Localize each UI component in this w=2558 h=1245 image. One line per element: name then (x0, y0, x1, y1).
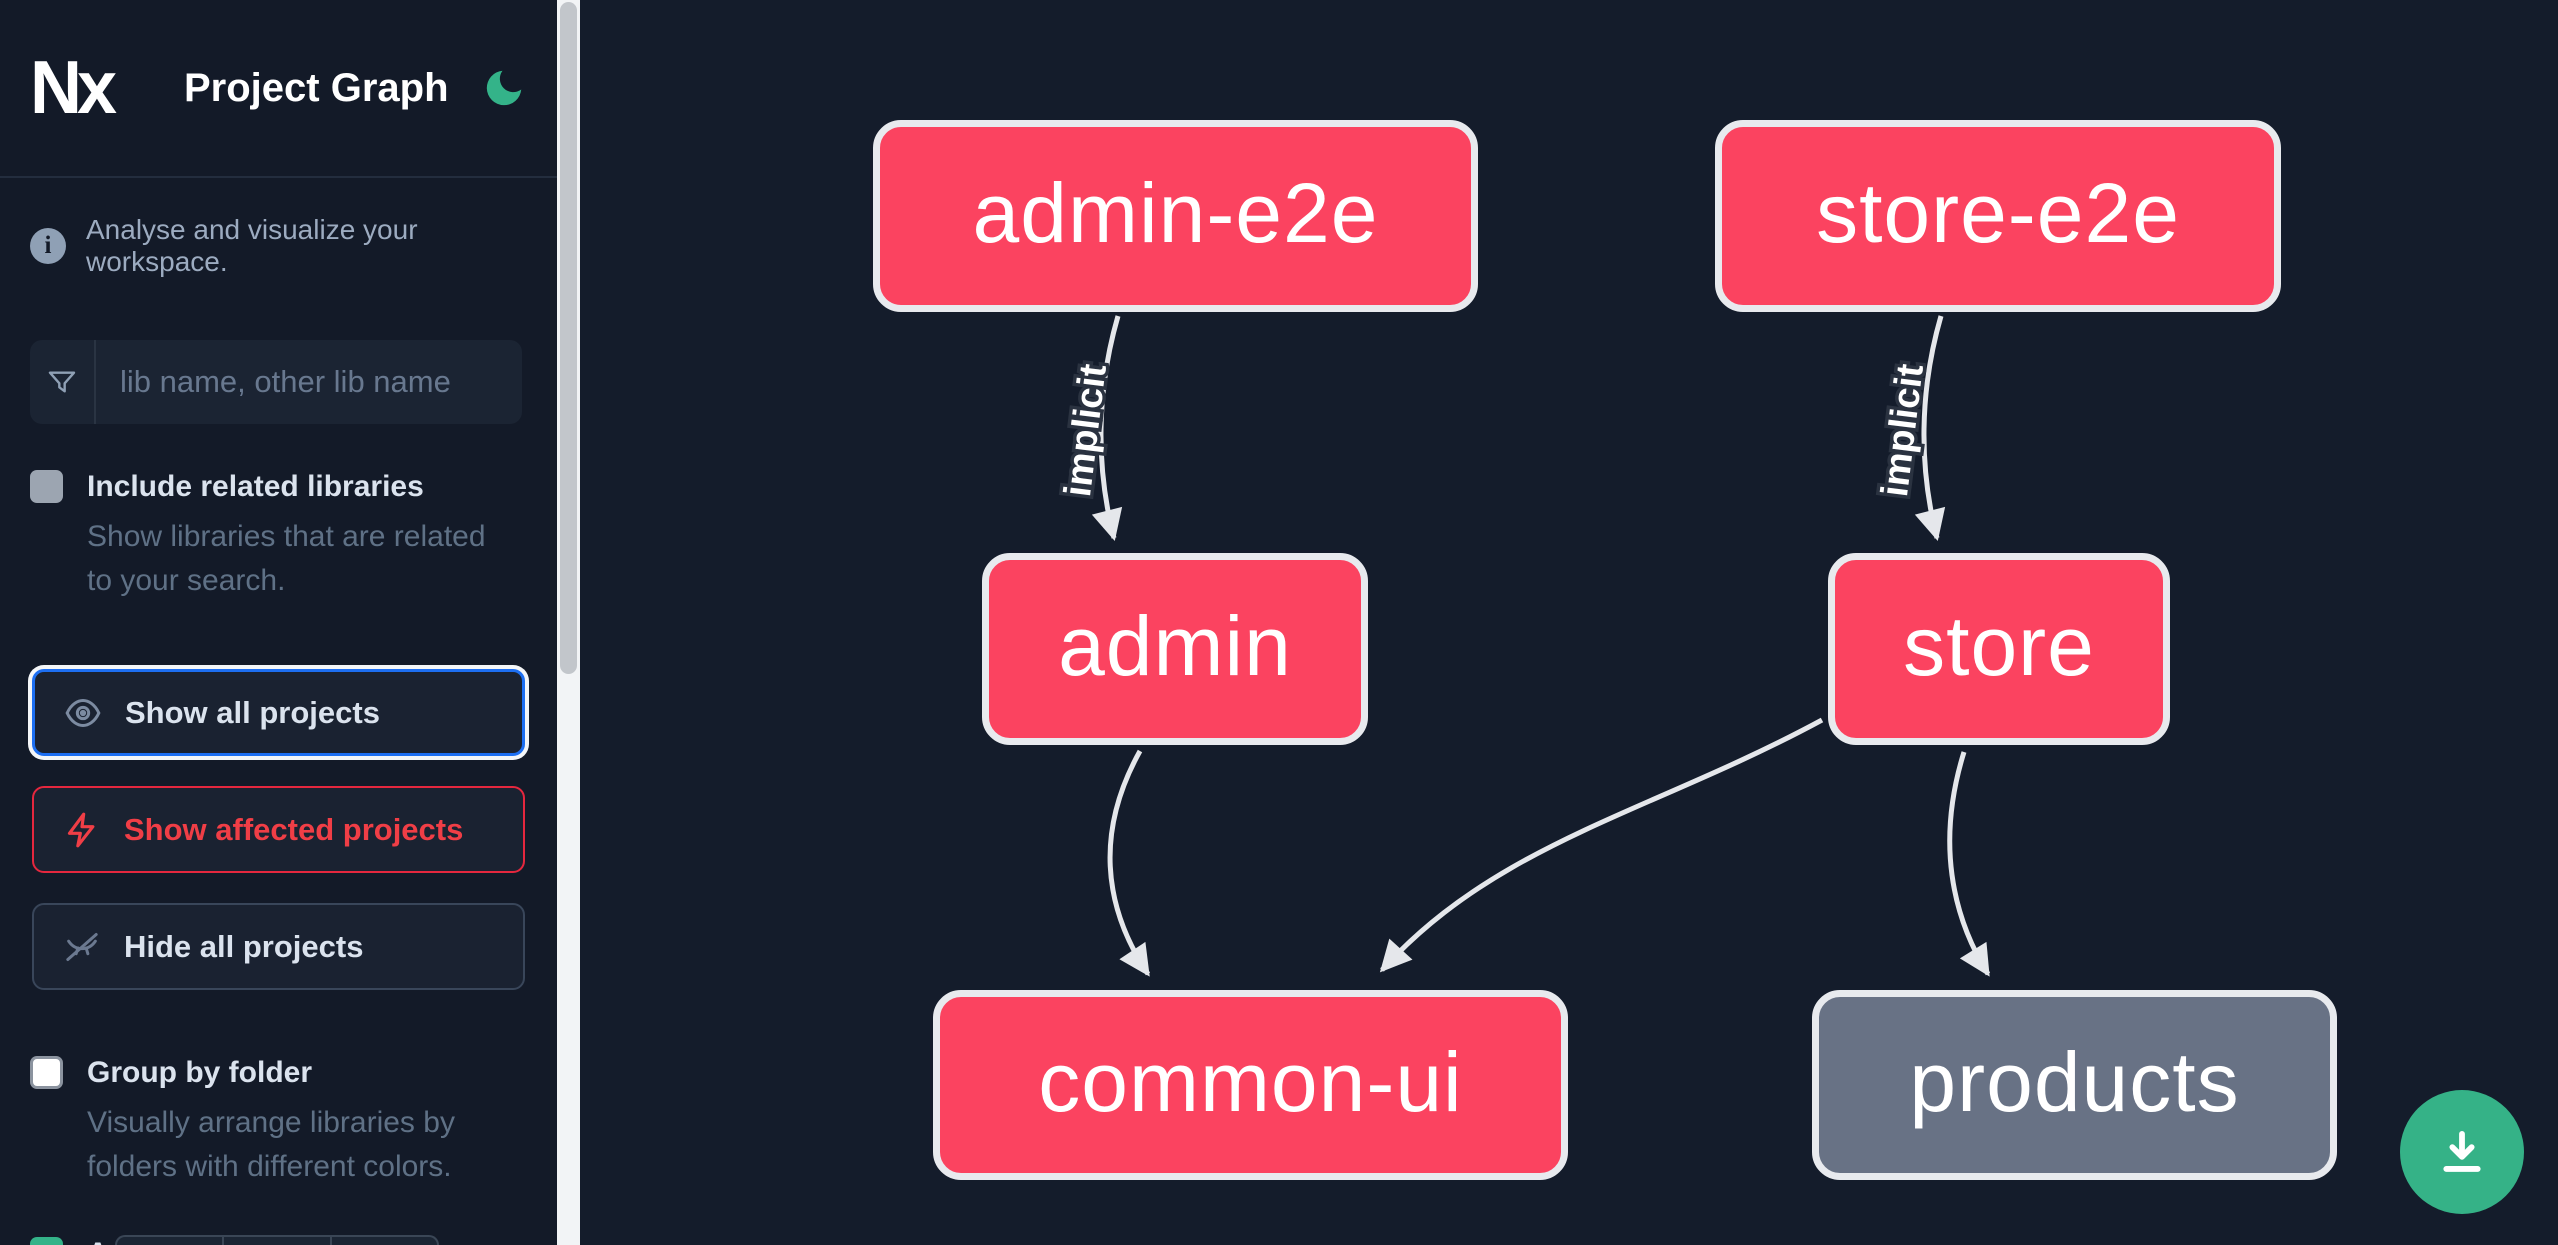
node-common-ui[interactable]: common-ui (933, 990, 1568, 1180)
group-by-folder-checkbox[interactable] (30, 1056, 63, 1089)
depth-segment[interactable] (332, 1237, 437, 1245)
bolt-icon (67, 812, 95, 847)
node-label: admin (1058, 598, 1292, 693)
check-icon (35, 1242, 59, 1245)
moon-icon (486, 70, 522, 106)
include-related-checkbox[interactable] (30, 470, 63, 503)
edge-admin-common-ui[interactable] (1107, 749, 1151, 977)
button-label: Show all projects (125, 694, 380, 730)
node-label: store (1903, 598, 2095, 693)
node-admin[interactable]: admin (982, 553, 1368, 745)
filter-search (30, 340, 522, 424)
theme-toggle-button[interactable] (481, 65, 527, 111)
edge-store-products[interactable] (1947, 751, 1991, 977)
sidebar: Nx Project Graph i Analyse and visualize… (0, 0, 557, 1245)
show-affected-projects-button[interactable]: Show affected projects (32, 786, 525, 873)
hide-all-projects-button[interactable]: Hide all projects (32, 903, 525, 990)
depth-segment[interactable] (117, 1237, 225, 1245)
option-description: Show libraries that are related to your … (87, 520, 486, 597)
edge-store-common-ui[interactable] (1379, 717, 1824, 973)
search-input[interactable] (96, 340, 522, 424)
button-label: Hide all projects (124, 928, 364, 964)
button-label: Show affected projects (124, 811, 464, 847)
option-label: Include related libraries (87, 470, 424, 503)
option-label: Group by folder (87, 1056, 312, 1089)
eye-icon (65, 698, 101, 727)
node-label: admin-e2e (972, 165, 1379, 260)
funnel-icon (30, 340, 96, 424)
node-products[interactable]: products (1812, 990, 2337, 1180)
edge-label-implicit: implicit (1057, 361, 1115, 498)
edge-store-e2e-store[interactable] (1914, 315, 1946, 542)
graph-edges: implicit implicit (1054, 315, 1991, 977)
nx-logo: Nx (30, 46, 122, 130)
show-all-projects-button[interactable]: Show all projects (32, 669, 525, 756)
sidebar-scrollbar[interactable] (557, 0, 580, 1245)
workspace-info: i Analyse and visualize your workspace. (0, 178, 557, 278)
option-description: Visually arrange libraries by folders wi… (87, 1106, 455, 1183)
node-label: store-e2e (1816, 165, 2180, 260)
edge-label-implicit: implicit (1874, 361, 1932, 498)
sidebar-header: Nx Project Graph (0, 0, 557, 178)
eye-off-icon (66, 932, 98, 961)
scrollbar-thumb[interactable] (560, 2, 577, 674)
activate-proximity-checkbox[interactable] (30, 1237, 63, 1245)
project-graph-canvas[interactable]: implicit implicit admin-e2e store-e2e ad… (580, 0, 2558, 1245)
node-label: common-ui (1038, 1034, 1463, 1129)
node-store-e2e[interactable]: store-e2e (1715, 120, 2281, 312)
depth-segment[interactable] (224, 1237, 332, 1245)
info-text: Analyse and visualize your workspace. (86, 214, 418, 277)
proximity-depth-selector[interactable] (115, 1235, 439, 1245)
node-label: products (1909, 1034, 2240, 1129)
node-store[interactable]: store (1828, 553, 2170, 745)
option-group-by-folder: Group by folder Visually arrange librari… (0, 1054, 557, 1189)
download-icon (2443, 1130, 2481, 1172)
download-graph-button[interactable] (2400, 1090, 2524, 1214)
page-title: Project Graph (184, 65, 449, 110)
nx-logo-text: Nx (30, 46, 117, 130)
option-include-related: Include related libraries Show libraries… (0, 468, 557, 603)
edge-admin-e2e-admin[interactable] (1091, 315, 1123, 542)
node-admin-e2e[interactable]: admin-e2e (873, 120, 1478, 312)
info-icon: i (30, 228, 66, 264)
